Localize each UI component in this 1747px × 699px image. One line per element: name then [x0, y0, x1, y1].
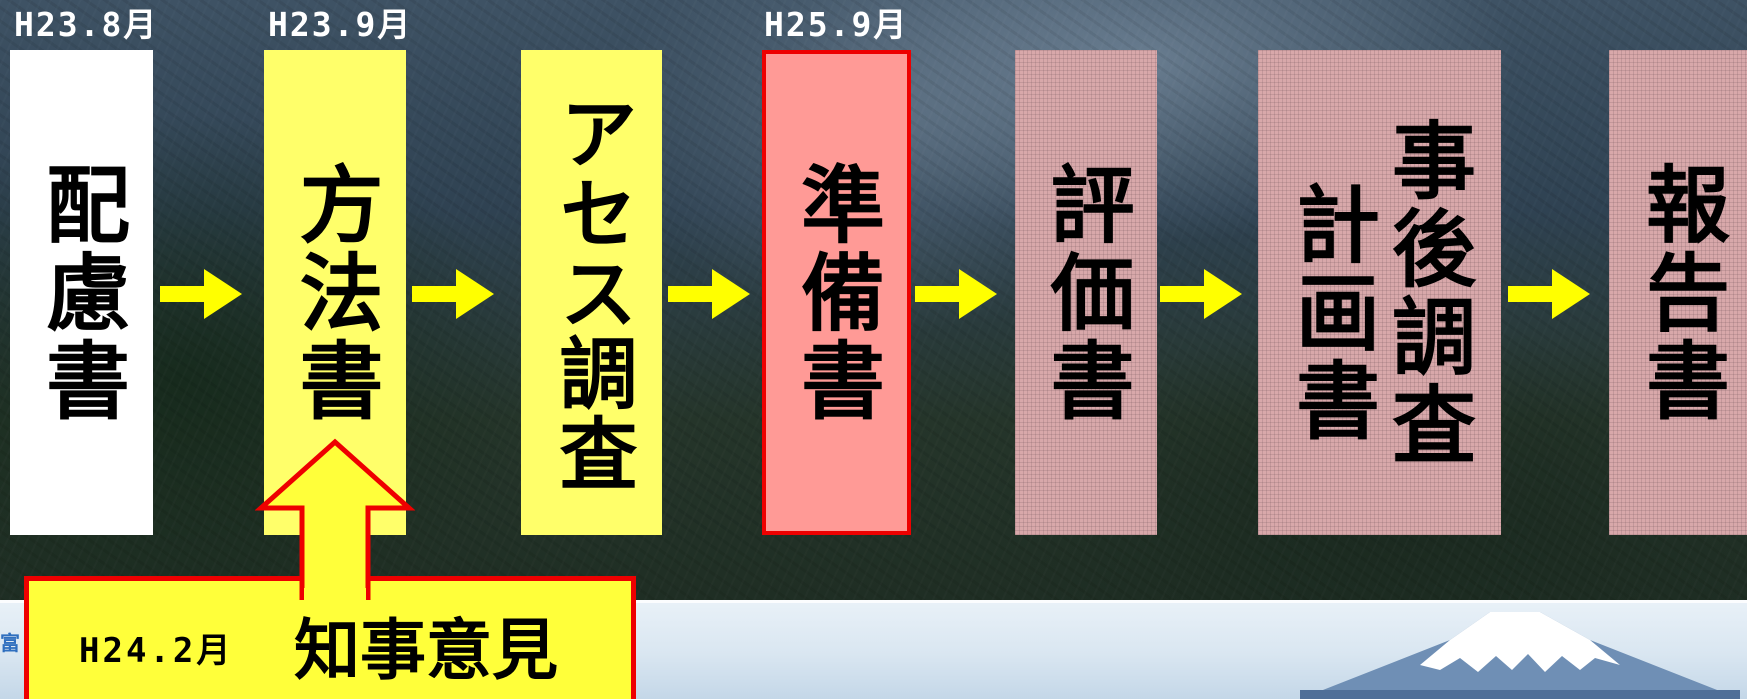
step-evaluation-label: 評価書 [1037, 160, 1135, 425]
arrow-up-icon [255, 438, 415, 600]
mount-fuji-icon [1300, 612, 1740, 699]
step-consideration-document: 配慮書 [10, 50, 153, 535]
arrow-right-icon [412, 269, 494, 319]
step-evaluation-document: 評価書 [1015, 50, 1157, 535]
step-preparation-label: 準備書 [787, 160, 886, 425]
arrow-right-icon [668, 269, 750, 319]
step-preparation-document: 準備書 [762, 50, 911, 535]
date-label-consideration: H23.8月 [14, 5, 159, 44]
post-survey-label: 事後調査 [1378, 116, 1477, 469]
arrow-right-icon [1508, 269, 1590, 319]
plan-document-label: 計画書 [1282, 180, 1381, 445]
step-post-survey-plan: 事後調査 計画書 [1258, 50, 1501, 535]
step-assessment-label: アセス調査 [546, 92, 637, 493]
governor-opinion-title: 知事意見 [294, 612, 558, 689]
step-report-document: 報告書 [1609, 50, 1747, 535]
date-label-method: H23.9月 [268, 5, 413, 44]
governor-opinion-date: H24.2月 [79, 631, 234, 671]
step-method-label: 方法書 [286, 160, 384, 425]
arrow-right-icon [915, 269, 997, 319]
step-assessment-survey: アセス調査 [521, 50, 662, 535]
arrow-right-icon [160, 269, 242, 319]
step-report-label: 報告書 [1632, 160, 1731, 425]
footer-edge [0, 600, 1747, 603]
footer-corner-text: 富 [0, 631, 20, 655]
post-survey-plan-text: 事後調査 計画書 [1282, 116, 1477, 469]
date-label-preparation: H25.9月 [764, 5, 909, 44]
arrow-right-icon [1160, 269, 1242, 319]
step-consideration-label: 配慮書 [32, 160, 131, 425]
